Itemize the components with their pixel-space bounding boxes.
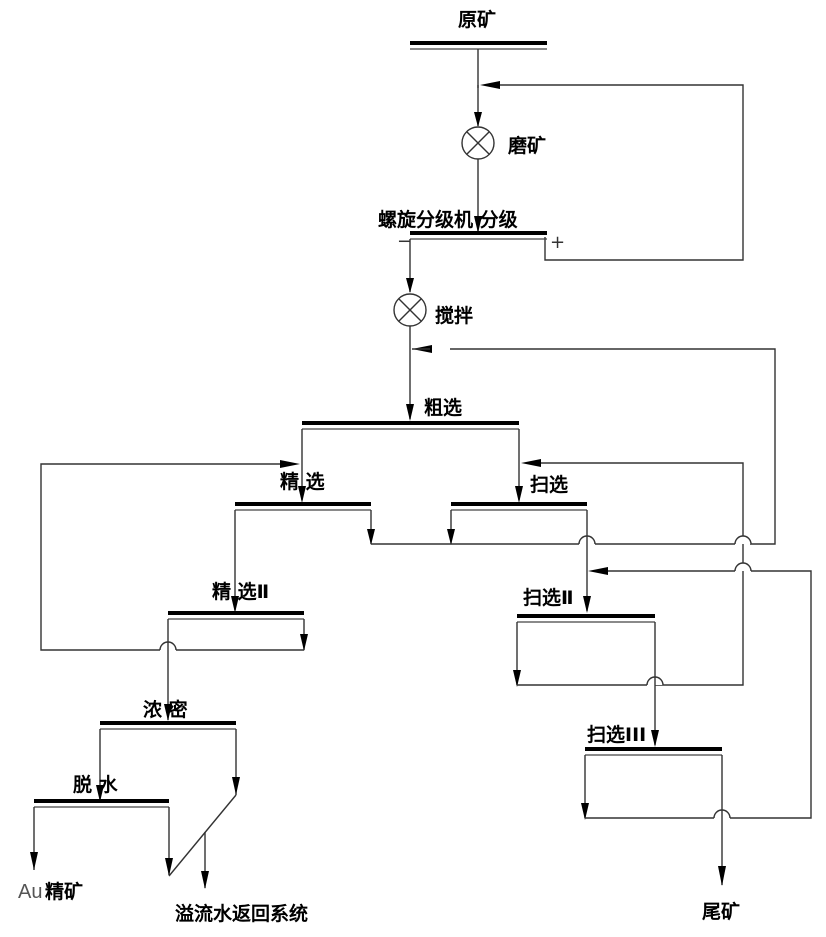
raw-ore-bar xyxy=(410,41,547,50)
classifier-minus-sign: − xyxy=(397,231,412,252)
arrow-icon xyxy=(581,803,589,820)
scavenger3-bar xyxy=(585,747,722,756)
arrow-icon xyxy=(474,112,482,127)
label-thickening: 浓 密 xyxy=(143,698,188,721)
label-overflow-return: 溢流水返回系统 xyxy=(175,902,308,925)
label-tailings: 尾矿 xyxy=(702,900,740,923)
arrow-icon xyxy=(718,866,726,886)
arrow-icon xyxy=(30,852,38,870)
recycle-line-scavenger1-tail xyxy=(450,348,776,545)
recycle-line-classifier xyxy=(495,84,744,261)
arrow-icon xyxy=(515,486,523,503)
dewatering-bar xyxy=(34,799,169,808)
arrow-icon xyxy=(513,670,521,687)
arrow-icon xyxy=(232,777,240,795)
arrow-icon xyxy=(201,871,209,889)
label-scavenger2: 扫选Ⅱ xyxy=(523,586,574,609)
arrow-icon xyxy=(96,785,104,802)
label-mixing: 搅拌 xyxy=(435,304,473,327)
arrow-icon xyxy=(406,404,414,421)
merge-line xyxy=(168,794,237,877)
arrow-icon xyxy=(588,567,608,575)
label-grinding: 磨矿 xyxy=(507,134,546,157)
label-dewatering: 脱 水 xyxy=(73,773,119,796)
arrow-icon xyxy=(474,216,482,233)
label-scavenger3: 扫选III xyxy=(587,723,646,746)
label-au-prefix: Au xyxy=(18,881,42,903)
thickening-bar xyxy=(100,721,236,730)
arrow-icon xyxy=(583,596,591,613)
arrow-icon xyxy=(651,730,659,747)
cleaner1-bar xyxy=(235,502,371,511)
label-raw-ore: 原矿 xyxy=(458,8,496,31)
label-rougher: 粗选 xyxy=(424,396,462,419)
label-cleaner1: 精 选 xyxy=(280,470,325,493)
classifier-bar xyxy=(410,231,547,240)
rougher-bar xyxy=(302,421,519,430)
label-concentrate: 精矿 xyxy=(45,880,83,903)
mixer-circle-x-icon xyxy=(393,293,427,327)
recycle-line-scavenger3 xyxy=(730,570,812,819)
arrow-icon xyxy=(480,81,500,89)
mill-circle-x-icon xyxy=(461,126,495,160)
scavenger2-bar xyxy=(517,614,655,623)
arrow-icon xyxy=(298,486,306,503)
arrow-icon xyxy=(231,596,239,613)
arrow-icon xyxy=(165,858,173,876)
scavenger1-bar xyxy=(451,502,587,511)
label-classifier: 螺旋分级机 分级 xyxy=(378,208,518,231)
arrow-icon xyxy=(406,278,414,293)
line-hop xyxy=(734,562,752,572)
recycle-line-cleaner2-tail xyxy=(40,463,285,651)
recycle-line-scavenger2 xyxy=(540,462,744,686)
arrow-icon xyxy=(447,529,455,545)
label-scavenger1: 扫选 xyxy=(530,473,568,496)
classifier-plus-sign: + xyxy=(550,232,565,253)
arrow-icon xyxy=(280,460,300,468)
cleaner2-bar xyxy=(168,611,304,620)
label-cleaner2: 精 选Ⅱ xyxy=(212,580,269,603)
arrow-icon xyxy=(300,634,308,651)
arrow-icon xyxy=(367,529,375,545)
arrow-icon xyxy=(164,704,172,721)
line-hop xyxy=(734,535,752,545)
arrow-icon xyxy=(521,459,541,467)
